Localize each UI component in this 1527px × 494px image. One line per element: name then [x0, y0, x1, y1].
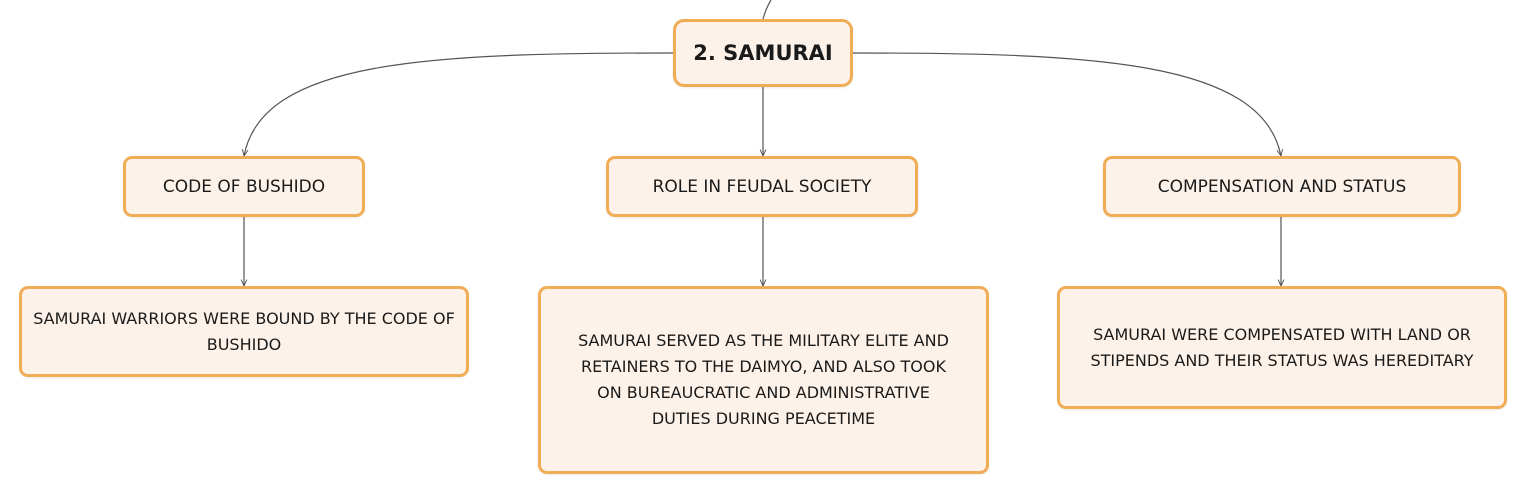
- connector-root-topic-3: [852, 52, 1281, 156]
- topic-label: ROLE IN FEUDAL SOCIETY: [652, 176, 872, 197]
- topic-label: COMPENSATION AND STATUS: [1157, 176, 1407, 197]
- detail-text: SAMURAI SERVED AS THE MILITARY ELITE AND…: [578, 331, 949, 428]
- detail-text: SAMURAI WERE COMPENSATED WITH LAND OR ST…: [1090, 324, 1474, 370]
- topic-label: CODE OF BUSHIDO: [162, 176, 326, 197]
- root-label: 2. SAMURAI: [693, 41, 833, 65]
- root-node[interactable]: 2. SAMURAI: [673, 19, 853, 87]
- topic-node-code-of-bushido[interactable]: CODE OF BUSHIDO: [123, 156, 365, 217]
- detail-node-role-in-feudal-society[interactable]: SAMURAI SERVED AS THE MILITARY ELITE AND…: [538, 286, 989, 474]
- incoming-connector: [762, 0, 772, 20]
- topic-node-compensation-and-status[interactable]: COMPENSATION AND STATUS: [1103, 156, 1461, 217]
- detail-node-compensation-and-status[interactable]: SAMURAI WERE COMPENSATED WITH LAND OR ST…: [1057, 286, 1507, 409]
- topic-node-role-in-feudal-society[interactable]: ROLE IN FEUDAL SOCIETY: [606, 156, 918, 217]
- detail-node-code-of-bushido[interactable]: SAMURAI WARRIORS WERE BOUND BY THE CODE …: [19, 286, 469, 377]
- detail-text: SAMURAI WARRIORS WERE BOUND BY THE CODE …: [33, 308, 455, 354]
- connector-root-topic-1: [244, 52, 674, 156]
